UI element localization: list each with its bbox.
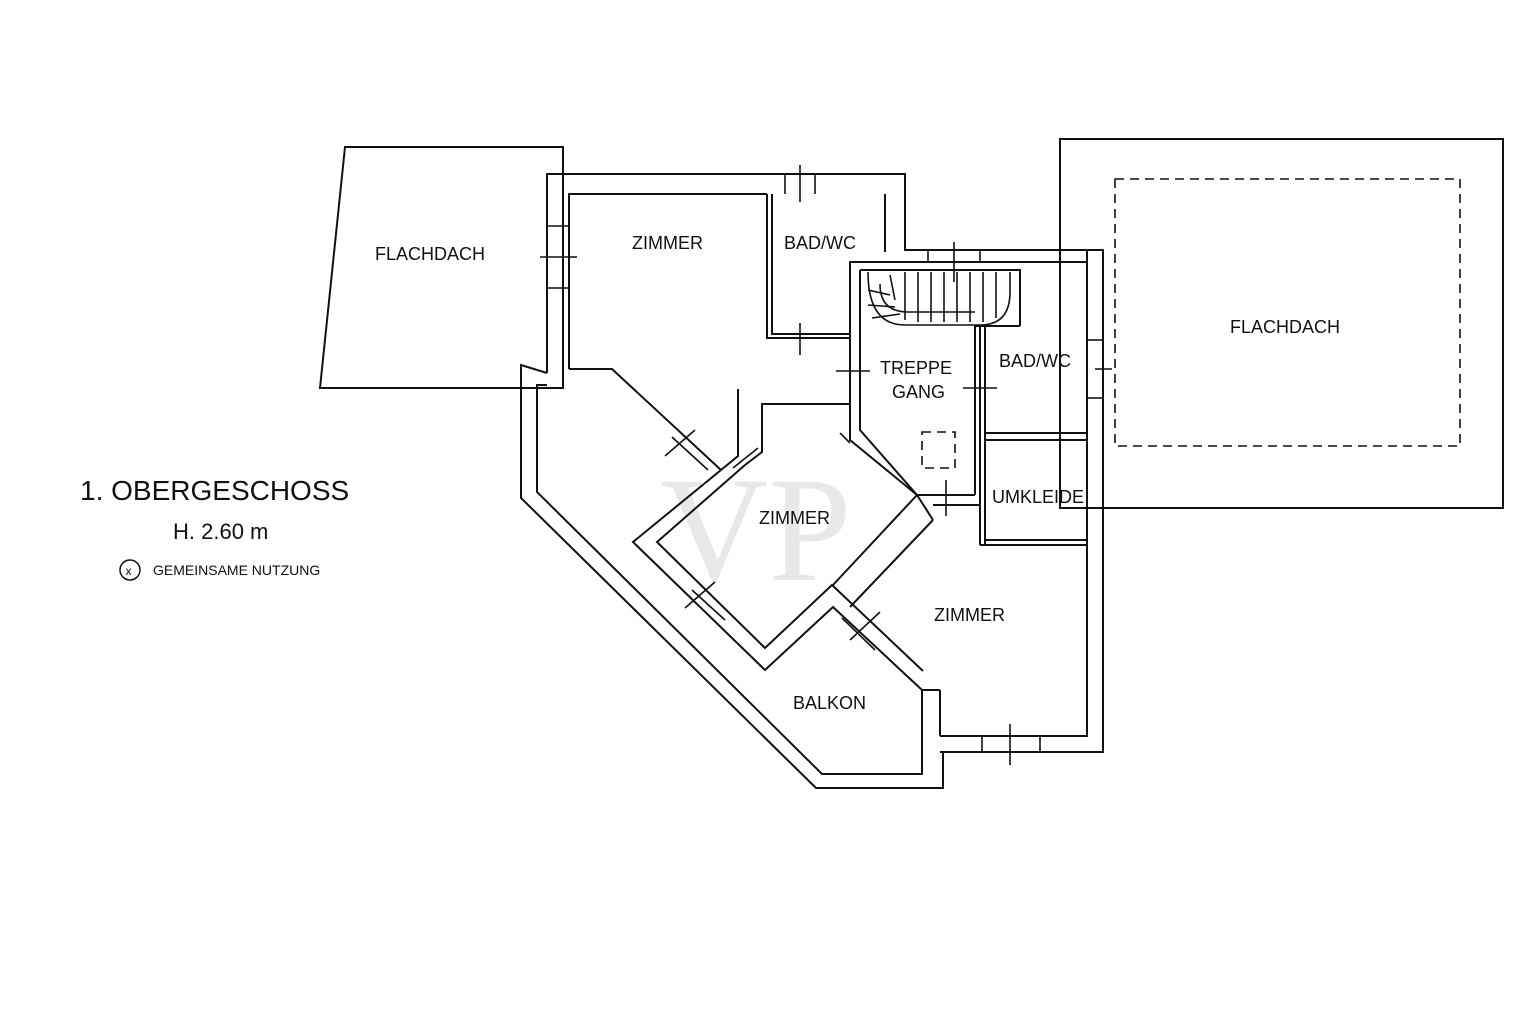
watermark-logo: VP [660, 447, 852, 613]
label-balkon: BALKON [793, 693, 866, 713]
legend-circle-icon [119, 559, 141, 581]
window-marks [540, 165, 1112, 765]
label-gang: GANG [892, 382, 945, 402]
label-flachdach-left: FLACHDACH [375, 244, 485, 264]
label-zimmer-center: ZIMMER [759, 508, 830, 528]
flachdach-left-outline [318, 146, 564, 389]
legend-text: GEMEINSAME NUTZUNG [153, 562, 320, 578]
height-label: H. 2.60 m [173, 519, 268, 544]
label-treppe: TREPPE [880, 358, 952, 378]
right-rooms-walls [980, 326, 1103, 546]
legend-symbol: x [126, 564, 132, 578]
label-bad-wc-right: BAD/WC [999, 351, 1071, 371]
label-umkleide: UMKLEIDE [992, 487, 1084, 507]
flachdach-right-outline [1059, 138, 1504, 509]
label-bad-wc-top: BAD/WC [784, 233, 856, 253]
label-flachdach-right: FLACHDACH [1230, 317, 1340, 337]
shaft-dashed [921, 431, 956, 469]
bad-wc-top-walls [766, 174, 850, 339]
label-zimmer-top: ZIMMER [632, 233, 703, 253]
label-zimmer-bottom: ZIMMER [934, 605, 1005, 625]
center-room-walls [631, 389, 940, 691]
flachdach-right-inner-dashed [1114, 178, 1461, 447]
outer-walls [520, 173, 1104, 789]
floor-title: 1. OBERGESCHOSS [80, 475, 349, 506]
stair-outline [867, 271, 1011, 326]
